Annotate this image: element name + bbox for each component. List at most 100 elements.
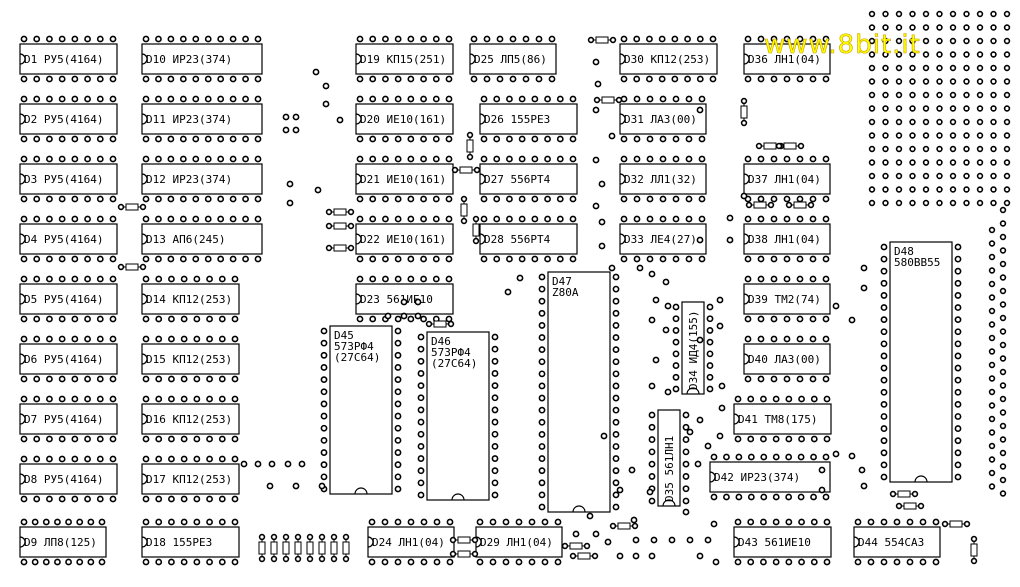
chip-pin [747,493,755,501]
perfboard-hole [963,24,970,31]
perfboard-hole [895,199,903,207]
chip-pin [96,75,104,83]
chip-pin [204,95,212,103]
chip-pin [417,345,425,353]
chip-pin [506,255,513,263]
chip-pin [548,75,556,83]
chip-pin [192,255,200,263]
chip-pin [612,467,620,475]
chip-pin [747,518,755,526]
chip-pin [192,95,200,103]
chip-pin [798,558,805,566]
via-hole [646,488,654,496]
chip-pin [206,455,213,463]
chip-label-d15: D15 КП12(253) [146,353,232,366]
chip-pin [932,518,940,526]
perfboard-hole [1003,159,1011,166]
chip-pin [538,467,546,475]
chip-pin [620,215,628,223]
chip-pin [544,195,551,203]
chip-notch [733,536,740,548]
chip-d42 [709,461,831,493]
chip-pin [155,35,162,43]
chip-pin [796,255,804,263]
via-hole [696,552,704,560]
chip-label-d17: D17 КП12(253) [146,473,232,486]
chip-pin [954,364,962,372]
chip-pin [685,135,693,143]
via-hole [592,156,600,164]
chip-pin [417,455,425,462]
chip-pin [242,195,249,203]
chip-pin [672,255,680,263]
chip-pin [682,497,690,505]
chip-pin [648,473,656,480]
chip-pin [96,335,104,343]
chip-pin [142,315,150,323]
chip-pin [538,285,546,293]
chip-pin [880,304,888,311]
chip-pin [155,395,163,403]
perfboard-hole [963,10,970,18]
perfboard-hole [988,321,996,328]
chip-pin [809,255,817,263]
via-hole [662,326,670,334]
chip-d40 [743,343,831,375]
chip-pin [541,518,549,526]
chip-pin [229,155,237,163]
component-pad [425,320,433,328]
chip-pin [672,373,680,381]
chip-pin [33,395,41,403]
chip-pin [880,449,888,457]
chip-pin [168,558,175,566]
chip-pin [646,95,654,103]
chip-pin [71,95,79,103]
chip-pin [394,412,402,420]
perfboard-hole [922,105,930,112]
via-hole [608,132,616,140]
perfboard-hole [895,118,903,126]
chip-d2 [19,103,118,135]
component-pad [449,536,457,544]
via-hole [628,466,636,474]
chip-pin [58,315,66,323]
chip-label-d45: D45 [334,329,354,342]
chip-pin [491,333,499,341]
chip-pin [612,370,620,378]
chip-notch [141,53,148,65]
chip-pin [502,558,510,566]
via-hole [384,312,392,320]
chip-pin [168,455,175,463]
chip-pin [65,558,72,566]
chip-pin [509,75,517,83]
chip-pin [242,155,249,163]
chip-label-d1: D1 РУ5(4164) [24,53,103,66]
perfboard-hole [1003,78,1011,85]
chip-pin [822,493,830,501]
chip-label-d14: D14 КП12(253) [146,293,232,306]
chip-pin [772,518,780,526]
chip-pin [880,292,888,299]
chip-notch [19,233,26,245]
chip-pin [142,255,150,263]
chip-pin [231,518,239,526]
resistor [897,490,911,498]
chip-pin [155,558,163,566]
chip-pin [368,558,376,566]
perfboard-hole [1003,132,1011,139]
chip-pin [417,467,425,475]
chip-d16 [141,403,240,435]
component-pad [325,222,333,230]
chip-pin [142,335,150,343]
chip-pin [231,335,239,343]
chip-pin [394,155,402,163]
chip-pin [648,436,656,443]
chip-pin [672,350,680,358]
chip-pin [445,35,453,43]
chip-pin [142,135,150,143]
component-pad [447,320,455,328]
resistor [466,139,474,153]
chip-pin [612,406,620,414]
chip-pin [407,135,415,143]
chip-label-d10: D10 ИР23(374) [146,53,232,66]
